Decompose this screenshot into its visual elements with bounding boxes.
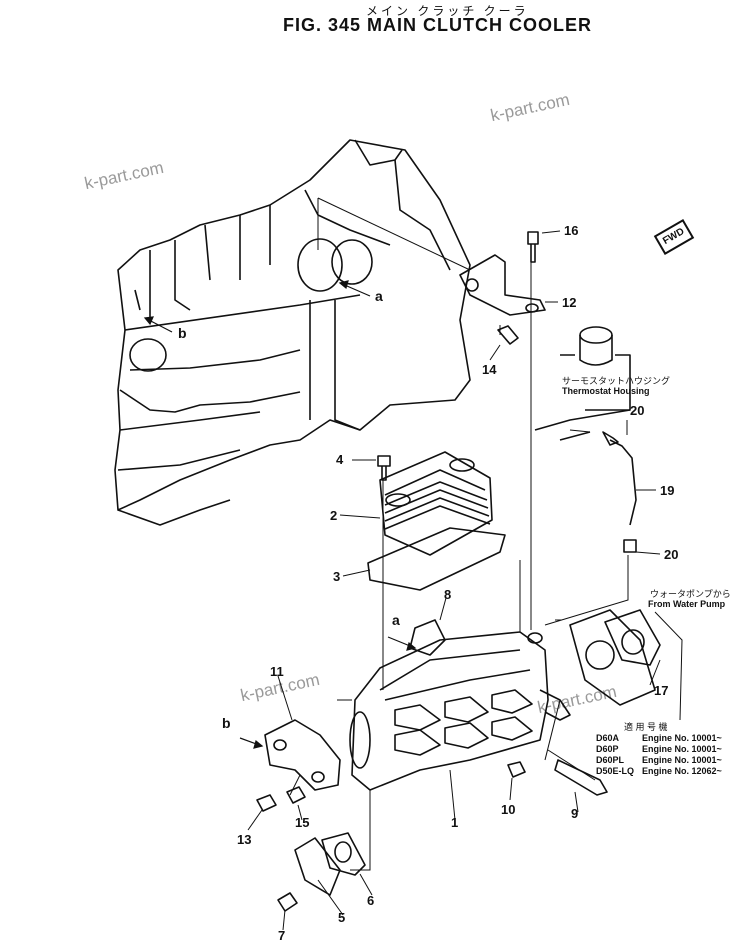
bolt-15 — [286, 786, 306, 804]
part-label: 15 — [295, 815, 310, 830]
bracket-12 — [459, 254, 546, 316]
water-pump-note-jp: ウォータポンプから — [650, 589, 731, 599]
part-label: 14 — [482, 362, 497, 377]
part-label: 11 — [270, 664, 284, 679]
part-label: 4 — [336, 452, 344, 467]
part-label: 9 — [571, 806, 579, 821]
callout-a: a — [375, 288, 383, 304]
part-label: 16 — [564, 223, 579, 238]
part-label: 3 — [333, 569, 341, 584]
callout-b: b — [222, 715, 231, 731]
gasket-3 — [367, 527, 506, 591]
part-label: 19 — [660, 483, 675, 498]
thermostat-note-en: Thermostat Housing — [562, 386, 650, 396]
part-label: 17 — [654, 683, 669, 698]
part-label: 12 — [562, 295, 577, 310]
bolt-14 — [497, 325, 519, 345]
thermostat-note-jp: サーモスタットハウジング — [562, 376, 671, 386]
part-label: 20 — [664, 547, 679, 562]
part-label: 20 — [630, 403, 645, 418]
engine-block — [114, 139, 471, 526]
gasket-8 — [409, 619, 446, 656]
applicability-heading: 適 用 号 機 — [624, 722, 668, 732]
part-label: 6 — [367, 893, 375, 908]
cooler-body-1 — [349, 631, 571, 791]
part-label: 1 — [451, 815, 459, 830]
part-label: 7 — [278, 928, 286, 943]
part-label: 5 — [338, 910, 346, 925]
thermostat-housing — [534, 326, 631, 441]
figure-title: FIG. 345 MAIN CLUTCH COOLER — [283, 15, 593, 35]
part-label: 13 — [237, 832, 252, 847]
water-pump-note-en: From Water Pump — [648, 599, 726, 609]
title-kana: メイン クラッチ クーラ — [366, 4, 529, 18]
gaskets-17 — [569, 609, 661, 706]
callout-a: a — [392, 612, 400, 628]
part-label: 8 — [444, 587, 452, 602]
bracket-11 — [264, 719, 341, 791]
cooler-element-2 — [379, 451, 493, 556]
part-label: 2 — [330, 508, 338, 523]
part-label: 10 — [501, 802, 516, 817]
bolt-16 — [527, 231, 539, 263]
bolt-4 — [377, 455, 391, 481]
callout-b: b — [178, 325, 187, 341]
tube-19 — [602, 431, 637, 553]
bolt-9 — [554, 759, 608, 796]
cover-5 — [294, 837, 341, 896]
bolt-7 — [277, 892, 298, 912]
bolt-13 — [256, 794, 277, 812]
bolt-10 — [507, 761, 526, 778]
